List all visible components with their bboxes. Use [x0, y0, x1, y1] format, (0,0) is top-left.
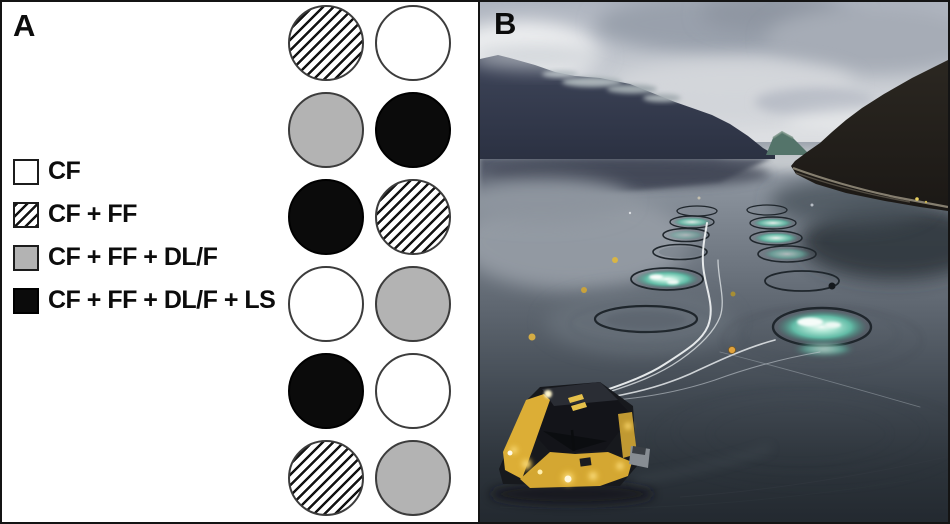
- legend-swatch-black: [13, 287, 39, 314]
- panel-a: A CF CF + FF CF + FF + DL/F CF + FF + DL/F …: [2, 2, 480, 522]
- legend-swatch-gray: [13, 244, 39, 271]
- pen-glow: [777, 310, 867, 344]
- deck-light: [537, 469, 543, 475]
- cage-circle-gray: [288, 92, 364, 168]
- legend-item: CF + FF + DL/F + LS: [13, 286, 276, 315]
- snow-patch: [562, 77, 622, 87]
- deck-light: [564, 475, 572, 483]
- cage-circle-white: [375, 353, 451, 429]
- legend-swatch-hatched: [13, 201, 39, 228]
- roof-stripe: [571, 402, 587, 411]
- pen-ring: [652, 243, 708, 261]
- fish-pens: [593, 204, 873, 356]
- cage-circle-white: [288, 266, 364, 342]
- cage-circle-hatched: [288, 440, 364, 516]
- cage-circle-grid: [288, 5, 451, 516]
- feed-barge: [490, 382, 771, 505]
- fjord-photo: [480, 2, 948, 522]
- legend-item: CF + FF + DL/F: [13, 243, 275, 272]
- pen-ring: [764, 270, 840, 292]
- lit-deck-left: [503, 394, 550, 479]
- legend-label: CF + FF + DL/F + LS: [48, 286, 276, 314]
- cage-circle-gray: [375, 266, 451, 342]
- panel-a-label: A: [13, 8, 36, 43]
- cage-circle-gray: [375, 440, 451, 516]
- snow-patch: [607, 84, 657, 94]
- legend-label: CF + FF: [48, 200, 137, 228]
- cage-circle-black: [288, 353, 364, 429]
- legend-item: CF: [13, 157, 275, 186]
- distant-hill: [766, 130, 810, 155]
- pen-ring: [757, 245, 817, 263]
- pen-ring: [630, 267, 704, 291]
- cage-circle-hatched: [375, 179, 451, 255]
- cage-circle-black: [375, 92, 451, 168]
- feed-pipes: [601, 222, 921, 408]
- legend-label: CF + FF + DL/F: [48, 243, 218, 271]
- pen-ring: [662, 227, 710, 243]
- deck-light: [507, 450, 513, 456]
- pen-ring: [749, 216, 797, 230]
- legend-label: CF: [48, 157, 81, 185]
- pen-worker-dot: [828, 282, 836, 290]
- right-mountain: [791, 60, 948, 211]
- buoys: [528, 196, 814, 354]
- shore-light: [915, 197, 919, 201]
- snow-patch: [542, 70, 578, 78]
- barge-mast: [570, 429, 576, 452]
- legend-swatch-white: [13, 158, 39, 185]
- pen-glow-reflection: [794, 342, 854, 356]
- pen-glow: [635, 269, 699, 289]
- left-mountain: [480, 43, 775, 159]
- snow-patch: [643, 94, 681, 102]
- pen-glow: [753, 218, 793, 228]
- cage-circle-white: [375, 5, 451, 81]
- treatment-legend: CF CF + FF CF + FF + DL/F CF + FF + DL/F + …: [13, 157, 276, 329]
- cage-circle-black: [288, 179, 364, 255]
- panel-b-label: B: [494, 6, 517, 41]
- cage-circle-hatched: [288, 5, 364, 81]
- pen-glow: [673, 217, 711, 227]
- legend-item: CF + FF: [13, 200, 275, 229]
- ridge-mist: [480, 43, 608, 69]
- pen-ring: [749, 230, 803, 246]
- lit-deck-front: [520, 452, 632, 488]
- water-ripples: [499, 302, 948, 510]
- panel-b: B: [480, 2, 948, 522]
- barge-wake: [634, 445, 771, 483]
- deck-light: [544, 390, 552, 398]
- small-boat-cabin: [632, 446, 646, 455]
- pen-ring: [746, 204, 788, 216]
- deck-equipment: [579, 457, 592, 467]
- barge-roof-highlight: [542, 382, 618, 406]
- pen-ring: [593, 304, 699, 334]
- barge-shadow: [490, 483, 654, 505]
- water: [480, 142, 948, 522]
- shore-road: [792, 166, 948, 209]
- pen-glow: [754, 232, 798, 244]
- roof-stripe: [568, 394, 584, 403]
- barge-roof-overhang: [543, 431, 607, 451]
